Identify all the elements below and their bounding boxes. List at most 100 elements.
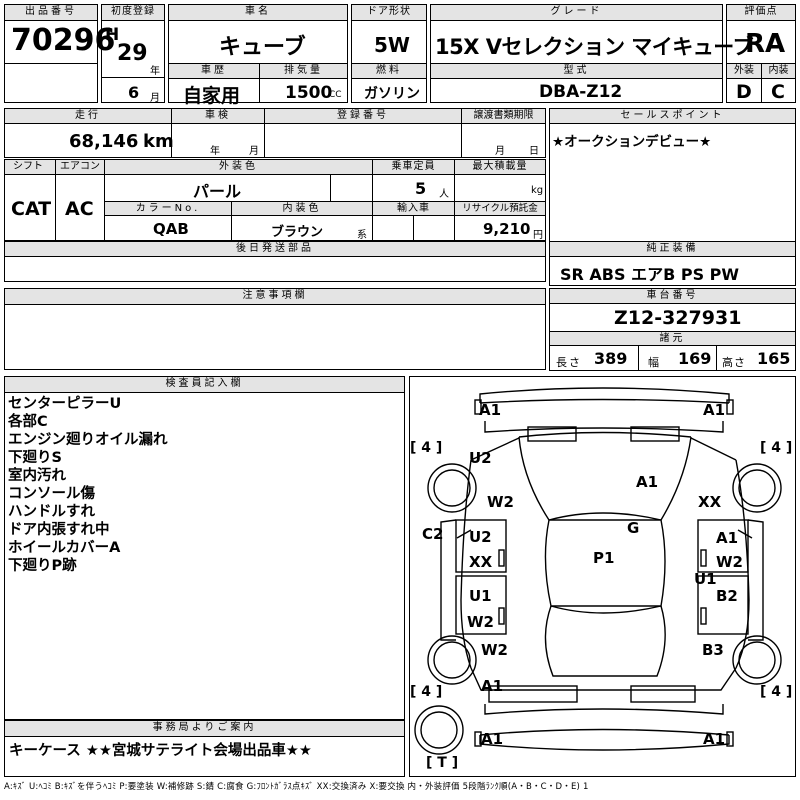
model-label: 型式 <box>431 64 722 79</box>
grade-box: グレード 15X Vセレクション マイキューブ 型式 DBA-Z12 <box>430 4 754 103</box>
import-label: 輸入車 <box>373 202 454 216</box>
recycle-unit: 円 <box>533 230 543 241</box>
note-line: 室内汚れ <box>8 468 66 484</box>
mark-w2-door-r: W2 <box>716 553 743 571</box>
note-line: ハンドルすれ <box>8 504 95 520</box>
mark-u1-left: U1 <box>469 587 492 605</box>
capacity: 5 <box>415 179 427 198</box>
capacity-label: 乗車定員 <box>373 160 454 175</box>
int-color-unit: 系 <box>357 230 367 241</box>
office-note: キーケース ★★宮城サテライト会場出品車★★ <box>9 743 312 759</box>
interior-score: C <box>771 81 785 103</box>
fuel-label: 燃料 <box>352 64 426 79</box>
note-line: ホイールカバーA <box>8 540 121 556</box>
aircon: AC <box>65 198 94 220</box>
later-parts-box: 後日発送部品 <box>4 241 546 282</box>
mark-br: A1 <box>703 730 726 748</box>
row2-box: 走行 車検 登録番号 譲渡書類期限 68,146 km 年 月 月 日 <box>4 108 546 158</box>
mark-tr: A1 <box>703 401 726 419</box>
doors: 5W <box>374 33 410 57</box>
color-no-label: カラーNo. <box>105 202 231 216</box>
mark-p1: P1 <box>593 549 615 567</box>
note-line: エンジン廻りオイル漏れ <box>8 432 168 448</box>
displacement-label: 排気量 <box>260 64 347 79</box>
mark-u2-door: U2 <box>469 528 492 546</box>
mark-w2-lower: W2 <box>481 641 508 659</box>
tire-br: [ 4 ] <box>760 684 793 700</box>
width-label: 幅 <box>648 356 659 369</box>
capacity-unit: 人 <box>439 189 449 200</box>
chassis-number: Z12-327931 <box>614 307 742 329</box>
mark-w2-left: W2 <box>487 493 514 511</box>
displacement-unit: CC <box>329 90 342 100</box>
height-label: 高さ <box>722 356 746 369</box>
tire-tr: [ 4 ] <box>760 440 793 456</box>
later-parts-label: 後日発送部品 <box>5 242 545 257</box>
mark-xx-door: XX <box>469 553 493 571</box>
month-unit: 月 <box>150 93 160 104</box>
insp-month-unit: 月 <box>249 146 259 157</box>
tire-tl: [ 4 ] <box>410 440 443 456</box>
office-label: 事務局よりご案内 <box>5 721 404 737</box>
era: H <box>105 25 120 45</box>
car-name-box: 車名 キューブ 車歴 排気量 自家用 1500 CC <box>168 4 348 107</box>
interior-label: 内装 <box>762 64 795 79</box>
lot-number: 70296 <box>11 23 116 58</box>
inspector-box: 検査員記入欄 センターピラーU 各部C エンジン廻りオイル漏れ 下廻りS 室内汚… <box>4 376 405 720</box>
mileage: 68,146 <box>69 131 139 152</box>
equipment: SR ABS エアB PS PW <box>560 265 740 284</box>
dims-label: 諸元 <box>550 332 795 346</box>
row3-box: シフト エアコン 外装色 乗車定員 最大積載量 CAT AC パール 5 人 k… <box>4 159 546 241</box>
int-color-label: 内装色 <box>232 202 372 216</box>
recycle-label: リサイクル預託金 <box>455 202 545 216</box>
mark-b3: B3 <box>702 641 724 659</box>
mark-tl: A1 <box>479 401 502 419</box>
ext-color: パール <box>193 182 242 201</box>
note-line: コンソール傷 <box>8 486 95 502</box>
lot-box: 出品番号 70296 <box>4 4 115 103</box>
mark-c2: C2 <box>422 525 444 543</box>
note-line: センターピラーU <box>8 396 122 412</box>
lot-label: 出品番号 <box>5 5 97 21</box>
score-label: 評価点 <box>727 5 795 21</box>
mark-u2-left: U2 <box>469 449 492 467</box>
sales-label: セールスポイント <box>550 109 795 124</box>
car-diagram: A1 A1 [ 4 ] [ 4 ] U2 A1 W2 XX G C2 U2 A1… <box>409 376 796 777</box>
mark-a1-roof: A1 <box>636 473 659 491</box>
transfer-day-unit: 日 <box>529 146 539 157</box>
equipment-label: 純正装備 <box>550 242 795 257</box>
chassis-label: 車台番号 <box>550 289 795 304</box>
max-load-label: 最大積載量 <box>455 160 545 175</box>
mileage-unit: km <box>143 131 174 152</box>
reg-year: 29 <box>117 41 148 66</box>
mark-xx-right: XX <box>698 493 722 511</box>
chassis-box: 車台番号 Z12-327931 諸元 長さ 389 幅 169 高さ 165 <box>549 288 796 371</box>
inspector-notes: センターピラーU 各部C エンジン廻りオイル漏れ 下廻りS 室内汚れ コンソール… <box>8 395 168 575</box>
mark-g: G <box>627 519 640 537</box>
max-load-unit: kg <box>531 185 544 196</box>
mark-u1-right: U1 <box>694 570 717 588</box>
sales-text: ★オークションデビュー★ <box>552 134 712 150</box>
inspector-label: 検査員記入欄 <box>5 377 404 393</box>
score: RA <box>745 29 786 59</box>
office-box: 事務局よりご案内 キーケース ★★宮城サテライト会場出品車★★ <box>4 720 405 777</box>
length: 389 <box>594 349 628 368</box>
width: 169 <box>678 349 712 368</box>
aircon-label: エアコン <box>56 160 104 175</box>
sales-point-box: セールスポイント ★オークションデビュー★ 純正装備 SR ABS エアB PS… <box>549 108 796 286</box>
door-label: ドア形状 <box>352 5 426 21</box>
first-reg-box: 初度登録 H 29 年 6 月 <box>101 4 165 104</box>
note-line: 下廻りP跡 <box>8 558 77 574</box>
fuel: ガソリン <box>364 86 420 102</box>
tire-bl: [ 4 ] <box>410 684 443 700</box>
car-outline-svg <box>414 387 782 755</box>
inspection-label: 車検 <box>172 109 264 124</box>
history: 自家用 <box>183 85 241 107</box>
note-line: 下廻りS <box>8 450 62 466</box>
score-box: 評価点 RA 外装 内装 D C <box>726 4 796 103</box>
car-name: キューブ <box>219 35 306 60</box>
shift: CAT <box>11 198 52 220</box>
transfer-label: 譲渡書類期限 <box>462 109 545 124</box>
note-line: ドア内張すれ中 <box>8 522 110 538</box>
grade: 15X Vセレクション マイキューブ <box>435 35 754 59</box>
